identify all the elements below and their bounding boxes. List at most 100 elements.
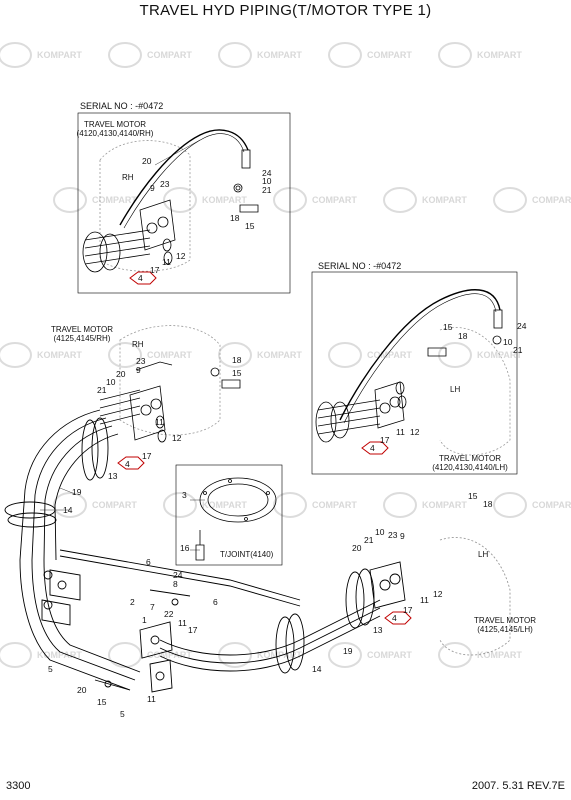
part-number: 14 xyxy=(63,505,73,515)
part-number: 17 xyxy=(380,435,390,445)
part-number: 18 xyxy=(483,499,493,509)
travel-motor-lh-1: TRAVEL MOTOR (4120,4130,4140/LH) xyxy=(432,454,508,472)
watermark-ring xyxy=(53,187,87,213)
watermark-text: COMPART xyxy=(147,650,192,660)
part-number: 10 xyxy=(503,337,513,347)
part-number: 24 xyxy=(173,570,183,580)
part-number: 5 xyxy=(48,664,53,674)
part-number: 4 xyxy=(370,443,375,453)
watermark-ring xyxy=(493,492,527,518)
part-number: 10 xyxy=(106,377,116,387)
part-number: 23 xyxy=(160,179,170,189)
part-number: 16 xyxy=(180,543,190,553)
watermark-text: KOMPART xyxy=(422,195,467,205)
part-number: 11 xyxy=(396,427,405,437)
part-number: 18 xyxy=(458,331,468,341)
watermark-text: KOMPART xyxy=(202,195,247,205)
part-number: 21 xyxy=(513,345,523,355)
serial-box-1 xyxy=(77,112,291,294)
part-number: 15 xyxy=(232,368,242,378)
watermark-text: COMPART xyxy=(367,350,412,360)
watermark-text: KOMPART xyxy=(37,50,82,60)
part-number: 21 xyxy=(364,535,374,545)
part-number: 4 xyxy=(138,273,143,283)
travel-motor-rh-2: TRAVEL MOTOR (4125,4145/RH) xyxy=(50,325,114,343)
watermark-text: KOMPART xyxy=(37,350,82,360)
watermark-text: COMPART xyxy=(312,500,357,510)
part-number: 17 xyxy=(150,265,160,275)
watermark-text: COMPART xyxy=(147,350,192,360)
part-number: 13 xyxy=(373,625,383,635)
part-number: 12 xyxy=(410,427,420,437)
watermark-text: KOMPART xyxy=(477,350,522,360)
part-number: 10 xyxy=(262,176,272,186)
travel-motor-lh-2: TRAVEL MOTOR (4125,4145/LH) xyxy=(473,616,537,634)
tjoint-label: T/JOINT(4140) xyxy=(220,550,274,559)
part-number: 18 xyxy=(232,355,242,365)
part-number: 23 xyxy=(388,530,398,540)
serial-box-2 xyxy=(311,271,518,475)
watermark-text: COMPART xyxy=(92,195,137,205)
part-number: 7 xyxy=(150,602,155,612)
part-number: 9 xyxy=(136,365,141,375)
watermark-ring xyxy=(383,187,417,213)
part-number: 17 xyxy=(403,605,413,615)
watermark-text: COMPART xyxy=(532,195,571,205)
watermark-ring xyxy=(438,342,472,368)
rh-label-2: RH xyxy=(132,340,144,349)
part-number: 6 xyxy=(213,597,218,607)
part-number: 22 xyxy=(164,609,174,619)
watermark-text: KOMPART xyxy=(257,50,302,60)
part-number: 18 xyxy=(230,213,240,223)
watermark-ring xyxy=(328,342,362,368)
watermark-text: KOMPART xyxy=(477,650,522,660)
lh-label-2: LH xyxy=(478,550,489,559)
part-number: 12 xyxy=(172,433,182,443)
part-number: 11 xyxy=(420,595,429,605)
part-number: 3 xyxy=(182,490,187,500)
revision-label: 2007. 5.31 REV.7E xyxy=(471,780,565,792)
part-number: 11 xyxy=(147,694,156,704)
part-number: 19 xyxy=(343,646,353,656)
serial-label-1: SERIAL NO : -#0472 xyxy=(80,101,164,111)
part-number: 8 xyxy=(173,579,178,589)
part-number: 6 xyxy=(146,557,151,567)
rh-label-1: RH xyxy=(122,173,134,182)
watermark-text: KOMPART xyxy=(257,350,302,360)
watermark-text: KOMPART xyxy=(202,500,247,510)
part-number: 11 xyxy=(162,257,171,267)
watermark-ring xyxy=(0,342,32,368)
watermark-ring xyxy=(163,187,197,213)
watermark-ring xyxy=(493,187,527,213)
part-number: 15 xyxy=(468,491,478,501)
watermark-text: COMPART xyxy=(367,50,412,60)
part-number: 10 xyxy=(375,527,385,537)
part-number: 24 xyxy=(262,168,272,178)
watermark-ring xyxy=(0,42,32,68)
part-number: 12 xyxy=(176,251,186,261)
watermark-text: KOMPART xyxy=(37,650,82,660)
part-number: 17 xyxy=(188,625,198,635)
watermark-ring xyxy=(108,642,142,668)
watermark-text: COMPART xyxy=(532,500,571,510)
watermark-ring xyxy=(218,42,252,68)
tjoint-part xyxy=(195,477,277,561)
watermark-text: COMPART xyxy=(312,195,357,205)
part-number: 15 xyxy=(97,697,107,707)
part-number: 19 xyxy=(72,487,82,497)
watermark-ring xyxy=(438,642,472,668)
page-number: 3300 xyxy=(6,780,31,792)
leader-lines xyxy=(40,139,205,551)
watermark-text: KOMPART xyxy=(422,500,467,510)
part-number: 15 xyxy=(245,221,255,231)
part-number: 20 xyxy=(116,369,126,379)
assembly-rh-top xyxy=(82,129,259,285)
part-number: 11 xyxy=(178,618,187,628)
watermark-text: COMPART xyxy=(147,50,192,60)
watermark-ring xyxy=(218,342,252,368)
watermark-ring xyxy=(438,42,472,68)
part-number: 9 xyxy=(400,531,405,541)
watermark-ring xyxy=(0,642,32,668)
part-number: 24 xyxy=(517,321,527,331)
